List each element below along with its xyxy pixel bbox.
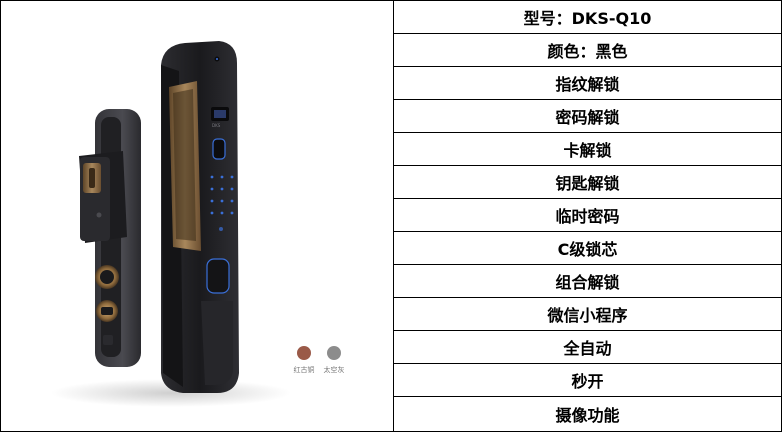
color-swatches: 红古铜 太空灰 bbox=[294, 346, 345, 374]
outer-lock-panel: DKS bbox=[161, 41, 239, 393]
spec-fingerprint: 指纹解锁 bbox=[394, 67, 781, 100]
spec-color: 颜色：黑色 bbox=[394, 34, 781, 67]
spec-combo-unlock: 组合解锁 bbox=[394, 265, 781, 298]
spec-fully-automatic: 全自动 bbox=[394, 331, 781, 364]
swatch-label-space-gray: 太空灰 bbox=[324, 365, 345, 374]
svg-text:DKS: DKS bbox=[212, 123, 221, 128]
spec-model: 型号：DKS-Q10 bbox=[394, 1, 781, 34]
swatch-label-red-bronze: 红古铜 bbox=[294, 365, 315, 374]
smart-lock-product-image: DKS 红古铜 太空 bbox=[51, 41, 345, 407]
spec-key: 钥匙解锁 bbox=[394, 166, 781, 199]
product-image-cell: DKS 红古铜 太空 bbox=[1, 1, 394, 431]
spec-card: 卡解锁 bbox=[394, 133, 781, 166]
swatch-space-gray bbox=[327, 346, 341, 360]
spec-camera: 摄像功能 bbox=[555, 406, 620, 425]
keypad-lights bbox=[210, 175, 234, 215]
spec-instant-open: 秒开 bbox=[394, 364, 781, 397]
spec-c-grade-cylinder: C级锁芯 bbox=[394, 232, 781, 265]
spec-table: 型号：DKS-Q10 颜色：黑色 指纹解锁 密码解锁 卡解锁 钥匙解锁 临时密码… bbox=[394, 1, 781, 431]
spec-temp-password: 临时密码 bbox=[394, 199, 781, 232]
spec-wechat-miniapp: 微信小程序 bbox=[394, 298, 781, 331]
spec-password: 密码解锁 bbox=[394, 100, 781, 133]
swatch-red-bronze bbox=[297, 346, 311, 360]
inner-lock-panel bbox=[79, 109, 141, 367]
